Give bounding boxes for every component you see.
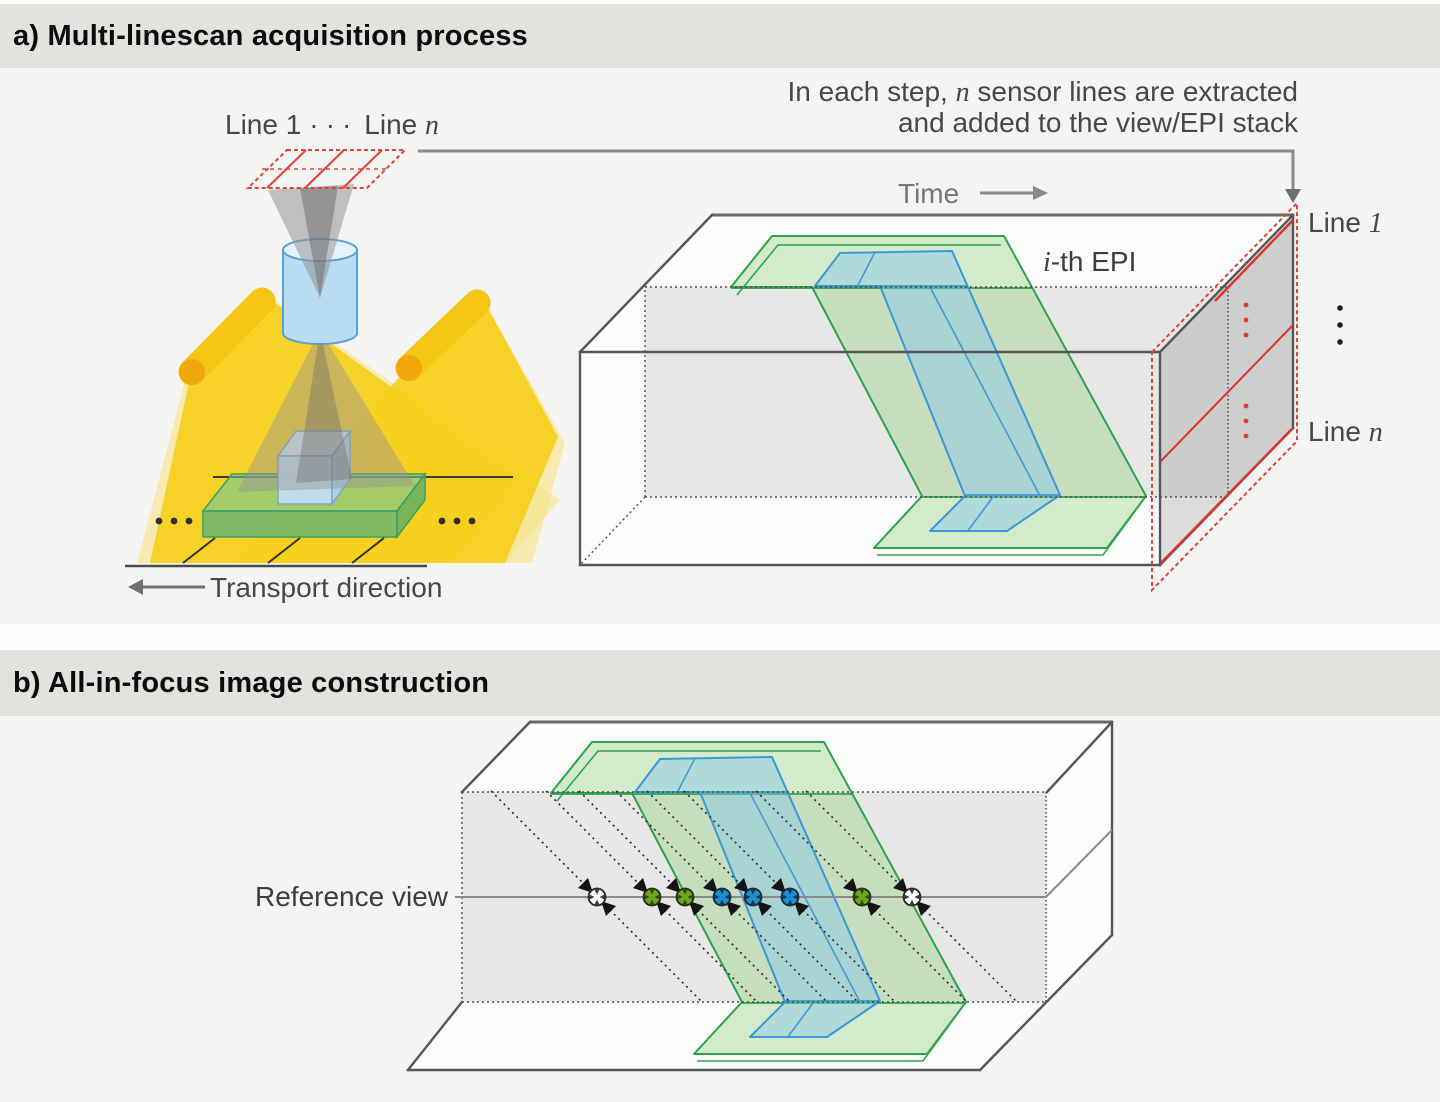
projection-rays [490, 790, 1019, 1004]
stack-sensor-slice [1151, 200, 1298, 593]
light-rod-left [178, 287, 276, 386]
focus-marker-green-1 [633, 878, 671, 916]
stack-right-face [1160, 215, 1293, 565]
section-b-title: b) All-in-focus image construction [13, 666, 490, 699]
epi-stack-box: i-th EPI Line 1 Line n [578, 200, 1383, 593]
time-arrow-icon [1033, 186, 1048, 200]
scanned-object-cube [276, 428, 352, 507]
viewing-cone-lower [237, 330, 415, 492]
sensor-lines-label: Line 1···Line n [225, 109, 439, 141]
blue-object-trace-a [814, 250, 1061, 533]
focus-marker-blue-1 [703, 878, 741, 916]
focus-marker-white-2 [893, 878, 931, 916]
linescan-scanner-illustration: Transport direction Line 1···Line n [125, 109, 565, 603]
time-label: Time [898, 178, 959, 209]
rod-cap-right [396, 355, 422, 381]
conveyor-ellipsis-right [438, 517, 476, 525]
transport-direction-label: Transport direction [210, 572, 442, 603]
section-b-header: b) All-in-focus image construction [0, 650, 1440, 716]
time-axis: Time [898, 178, 1048, 209]
stack-vertical-ellipsis [1337, 305, 1343, 345]
step-annotation-line2: and added to the view/EPI stack [898, 107, 1299, 138]
stack-line1-label: Line 1 [1308, 207, 1383, 239]
section-a-header: a) Multi-linescan acquisition process [0, 4, 1440, 68]
red-ellipsis-dots [1243, 302, 1249, 439]
rod-cap-left [179, 359, 205, 385]
light-rod-right [395, 289, 491, 382]
all-in-focus-box: Reference view [255, 720, 1114, 1072]
conveyor-ellipsis-left [155, 517, 193, 525]
focus-marker-green-2 [666, 878, 704, 916]
top-strip [0, 0, 1440, 4]
focus-marker-blue-3 [771, 878, 809, 916]
step-annotation-line1: In each step, n sensor lines are extract… [788, 76, 1299, 108]
viewing-cone-upper [268, 184, 354, 298]
green-object-trace-a [730, 235, 1147, 556]
stack-linen-label: Line n [1308, 416, 1383, 448]
focus-marker-green-3 [843, 878, 881, 916]
ith-epi-band [645, 287, 1228, 497]
belt-marks [182, 537, 385, 564]
focus-marker-white-1 [578, 878, 616, 916]
ith-epi-label: i-th EPI [1043, 246, 1136, 278]
transport-arrow-icon [128, 579, 205, 595]
carrier-plate [201, 471, 427, 540]
section-a-title: a) Multi-linescan acquisition process [13, 19, 529, 52]
sensor-to-stack-connector [418, 149, 1301, 203]
section-gap [0, 624, 1440, 650]
reference-view-label: Reference view [255, 881, 449, 912]
sensor-lines [245, 149, 408, 189]
focus-marker-blue-2 [734, 878, 772, 916]
